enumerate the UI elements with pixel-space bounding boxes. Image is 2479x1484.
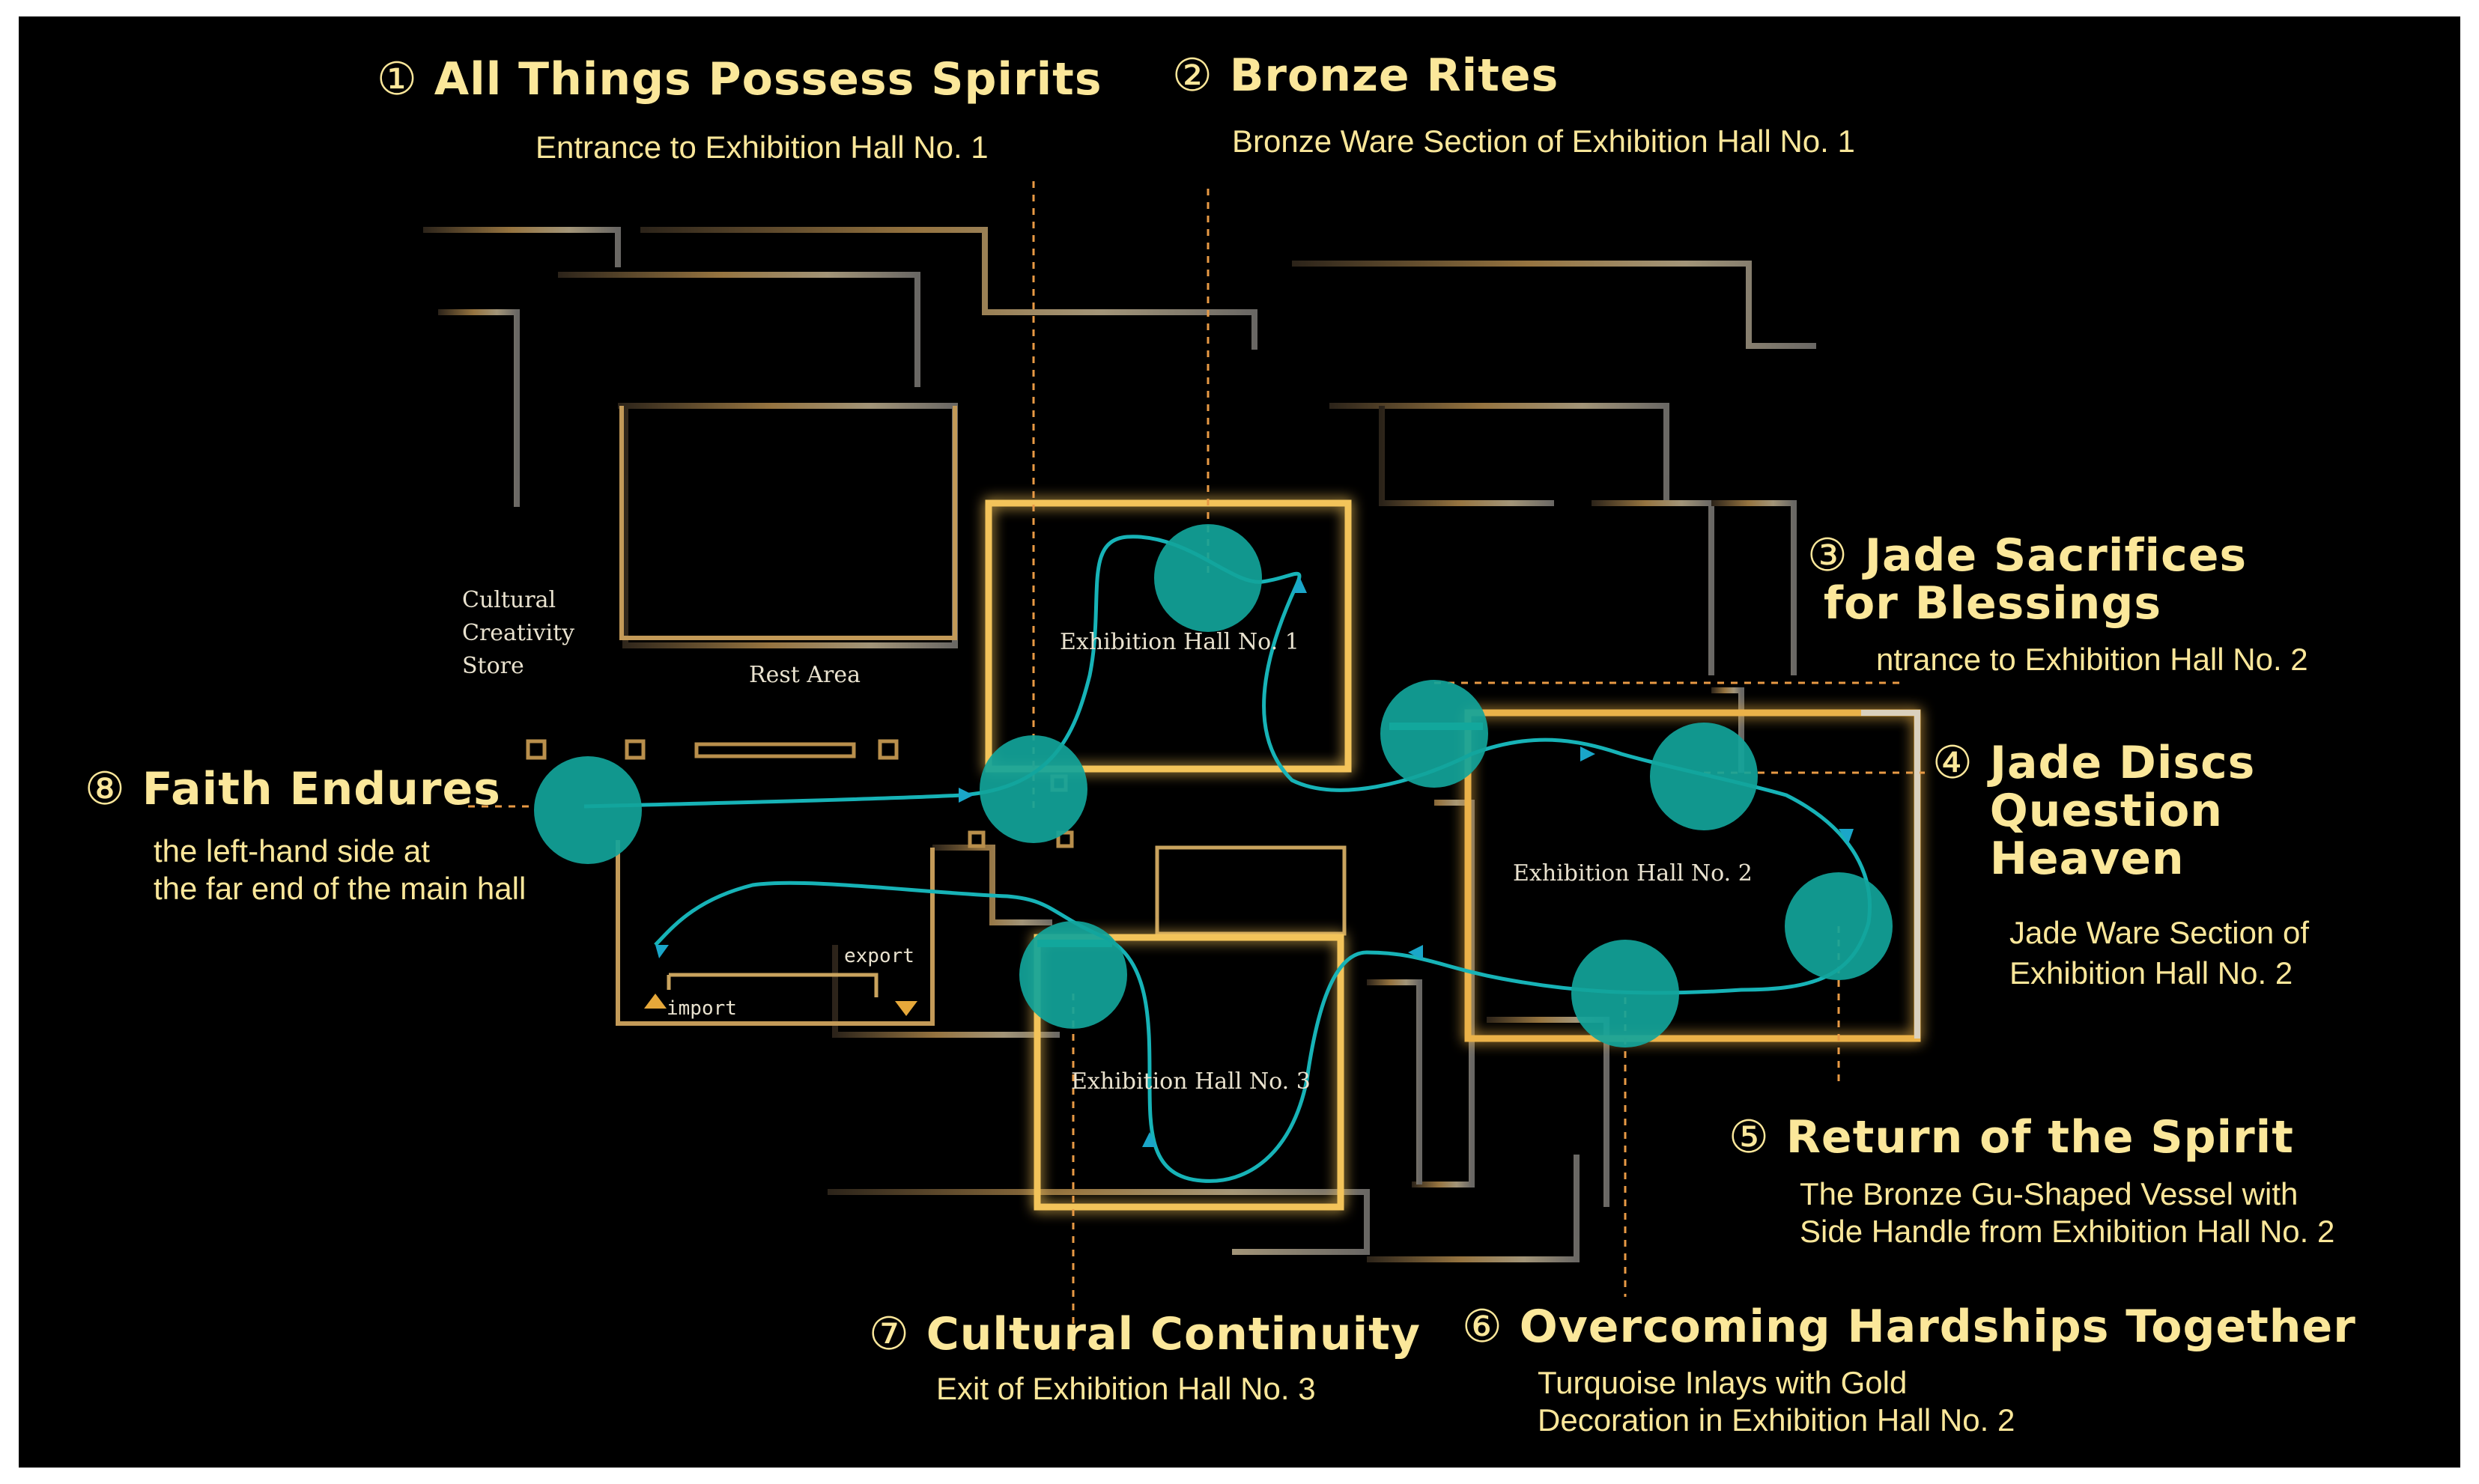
station-6-name: Overcoming Hardships Together bbox=[1519, 1301, 2356, 1353]
station-2-name: Bronze Rites bbox=[1229, 49, 1559, 102]
import-label: import bbox=[667, 997, 737, 1020]
station-5-name: Return of the Spirit bbox=[1785, 1111, 2294, 1164]
station-8-name: Faith Endures bbox=[142, 763, 501, 815]
export-arrow bbox=[895, 1001, 917, 1016]
station-8-subtitle: the left-hand side at the far end of the… bbox=[154, 833, 527, 906]
station-7-number: ⑦ bbox=[869, 1308, 910, 1360]
import-arrow bbox=[644, 994, 667, 1009]
export-label: export bbox=[844, 945, 914, 967]
station-4-name: Jade Discs Question Heaven bbox=[1989, 737, 2256, 885]
station-5-title: ⑤ Return of the Spirit bbox=[1729, 1113, 2294, 1161]
hall-2-label: Exhibition Hall No. 2 bbox=[1513, 860, 1753, 887]
station-6-subtitle: Turquoise Inlays with Gold Decoration in… bbox=[1538, 1365, 2015, 1438]
hall-1-outline bbox=[985, 499, 1352, 773]
route-arrows bbox=[655, 577, 1854, 1147]
station-3-marker bbox=[1380, 680, 1488, 788]
hall-3-outline bbox=[1034, 934, 1344, 1211]
station-8-title: ⑧ Faith Endures bbox=[85, 765, 501, 813]
route-arrow bbox=[1839, 829, 1854, 844]
station-6-marker bbox=[1571, 940, 1679, 1047]
building-walls bbox=[356, 227, 1816, 1262]
route-arrow bbox=[1292, 577, 1307, 593]
station-8-marker bbox=[534, 756, 642, 864]
station-3-title: ③ Jade Sacrifices for Blessings bbox=[1807, 532, 2247, 627]
rest-area-label: Rest Area bbox=[749, 662, 861, 688]
station-1-name: All Things Possess Spirits bbox=[434, 53, 1102, 106]
route-arrow bbox=[959, 788, 974, 803]
hall-1-label: Exhibition Hall No. 1 bbox=[1060, 629, 1299, 655]
station-1-number: ① bbox=[377, 53, 418, 106]
route-arrow bbox=[1580, 746, 1595, 761]
station-4-marker bbox=[1650, 723, 1758, 830]
station-2-subtitle: Bronze Ware Section of Exhibition Hall N… bbox=[1232, 124, 1855, 159]
floor-plan bbox=[356, 181, 1925, 1353]
station-7-name: Cultural Continuity bbox=[926, 1308, 1421, 1360]
station-6-number: ⑥ bbox=[1462, 1301, 1503, 1353]
station-4-subtitle: Jade Ware Section of Exhibition Hall No.… bbox=[2009, 915, 2309, 991]
station-5-subtitle: The Bronze Gu-Shaped Vessel with Side Ha… bbox=[1800, 1176, 2335, 1249]
station-6-title: ⑥ Overcoming Hardships Together bbox=[1462, 1303, 2356, 1351]
route-arrow bbox=[655, 945, 669, 958]
station-3-number: ③ bbox=[1807, 529, 1848, 582]
route-arrow bbox=[1142, 1132, 1157, 1147]
import-export-corridor bbox=[667, 845, 1347, 997]
route-arrow bbox=[1408, 945, 1423, 960]
station-1-subtitle: Entrance to Exhibition Hall No. 1 bbox=[535, 130, 989, 165]
station-2-title: ② Bronze Rites bbox=[1172, 52, 1559, 100]
station-7-title: ⑦ Cultural Continuity bbox=[869, 1310, 1421, 1358]
rest-area-walls bbox=[616, 406, 957, 1026]
station-2-number: ② bbox=[1172, 49, 1213, 102]
leader-lines bbox=[468, 181, 1925, 1353]
station-5-number: ⑤ bbox=[1729, 1111, 1770, 1164]
station-5-marker bbox=[1785, 872, 1893, 980]
station-3-name: Jade Sacrifices for Blessings bbox=[1823, 529, 2248, 630]
station-4-title: ④ Jade Discs Question Heaven bbox=[1932, 739, 2255, 883]
station-2-marker bbox=[1154, 524, 1262, 632]
station-3-subtitle: ntrance to Exhibition Hall No. 2 bbox=[1876, 642, 2308, 677]
station-4-number: ④ bbox=[1932, 737, 1973, 789]
station-8-number: ⑧ bbox=[85, 763, 126, 815]
station-1-title: ① All Things Possess Spirits bbox=[377, 55, 1102, 103]
station-1-marker bbox=[980, 735, 1087, 843]
hall-3-label: Exhibition Hall No. 3 bbox=[1071, 1068, 1311, 1095]
cultural-store-label: Cultural Creativity Store bbox=[462, 587, 575, 679]
exhibition-halls bbox=[985, 499, 1921, 1211]
station-7-subtitle: Exit of Exhibition Hall No. 3 bbox=[936, 1371, 1316, 1406]
station-7-marker bbox=[1019, 921, 1127, 1029]
museum-route-map: Exhibition Hall No. 1 Exhibition Hall No… bbox=[19, 16, 2460, 1468]
station-markers bbox=[534, 524, 1893, 1047]
